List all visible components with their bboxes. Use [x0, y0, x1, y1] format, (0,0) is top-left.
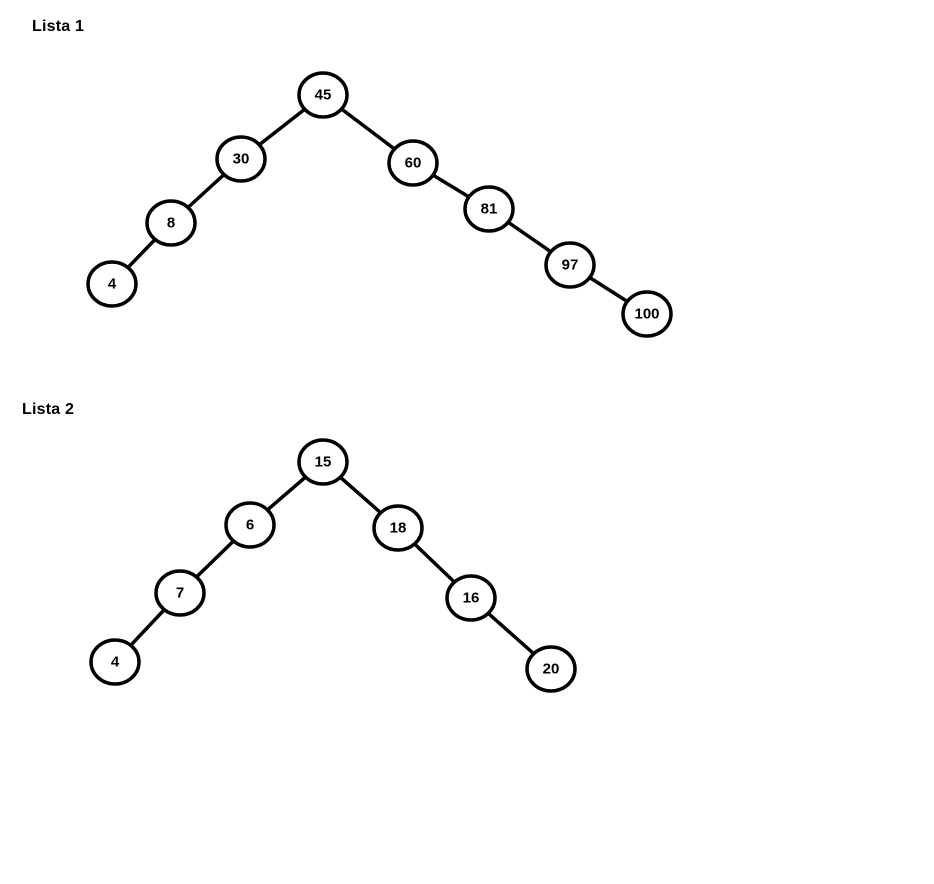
- node-label: 8: [167, 215, 175, 232]
- tree-node: 45: [297, 71, 349, 119]
- node-circle: [463, 185, 515, 233]
- node-circle: [297, 71, 349, 119]
- node-circle: [297, 438, 349, 486]
- node-circle: [372, 504, 424, 552]
- tree-node: 4: [86, 260, 138, 308]
- list-2-edges: [113, 460, 553, 671]
- node-circle: [86, 260, 138, 308]
- tree-node: 7: [154, 569, 206, 617]
- node-circle: [445, 574, 497, 622]
- tree-node: 15: [297, 438, 349, 486]
- tree-node: 20: [525, 645, 577, 693]
- node-label: 81: [481, 201, 498, 218]
- node-circle: [387, 139, 439, 187]
- node-label: 15: [315, 454, 332, 471]
- list-2-title: Lista 2: [22, 401, 75, 418]
- tree-node: 30: [215, 135, 267, 183]
- node-label: 16: [463, 590, 480, 607]
- node-circle: [154, 569, 206, 617]
- list-2-nodes: 15 6 7 4 18 16 20: [89, 438, 577, 693]
- tree-node: 4: [89, 638, 141, 686]
- node-label: 97: [562, 257, 579, 274]
- node-circle: [525, 645, 577, 693]
- node-label: 6: [246, 517, 254, 534]
- tree-node: 97: [544, 241, 596, 289]
- list-1-title: Lista 1: [32, 18, 85, 35]
- node-label: 7: [176, 585, 184, 602]
- node-label: 20: [543, 661, 560, 678]
- tree-node: 81: [463, 185, 515, 233]
- node-label: 18: [390, 520, 407, 537]
- tree-node: 6: [224, 501, 276, 549]
- node-circle: [544, 241, 596, 289]
- node-circle: [215, 135, 267, 183]
- node-circle: [89, 638, 141, 686]
- tree-node: 8: [145, 199, 197, 247]
- node-label: 45: [315, 87, 332, 104]
- tree-node: 60: [387, 139, 439, 187]
- tree-node: 100: [621, 290, 673, 338]
- node-label: 4: [108, 276, 117, 293]
- tree-node: 18: [372, 504, 424, 552]
- node-circle: [145, 199, 197, 247]
- node-label: 4: [111, 654, 120, 671]
- list-1-nodes: 45 30 8 4 60 81 97 100: [86, 71, 673, 338]
- node-label: 60: [405, 155, 422, 172]
- node-label: 30: [233, 151, 250, 168]
- node-circle: [224, 501, 276, 549]
- node-circle: [621, 290, 673, 338]
- tree-node: 16: [445, 574, 497, 622]
- node-label: 100: [634, 306, 659, 323]
